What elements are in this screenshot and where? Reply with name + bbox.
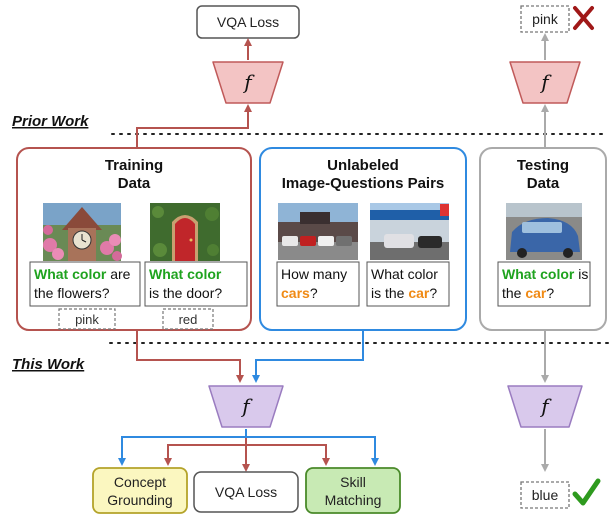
green-check-icon bbox=[572, 478, 601, 506]
unlabeled-question-1-line1: How many bbox=[281, 266, 347, 282]
bottom-model-f-left: f bbox=[208, 385, 284, 428]
bottom-vqa-loss-box: VQA Loss bbox=[193, 471, 299, 513]
concept-grounding-line2: Grounding bbox=[107, 492, 172, 508]
skill-matching-line1: Skill bbox=[340, 474, 366, 490]
testing-data-panel: Testing Data What color is the car? bbox=[479, 147, 607, 331]
this-work-label: This Work bbox=[12, 356, 85, 373]
prior-work-label: Prior Work bbox=[12, 113, 89, 130]
training-question-2-line2: is the door? bbox=[149, 285, 222, 301]
training-question-2-line1: What color bbox=[149, 266, 222, 282]
red-x-icon bbox=[573, 6, 594, 30]
arrow-unlabeled-to-bottom-f bbox=[252, 331, 364, 383]
top-vqa-loss-box: VQA Loss bbox=[196, 5, 300, 39]
training-question-1-box bbox=[29, 261, 141, 307]
top-pink-answer-box: pink bbox=[520, 5, 570, 33]
testing-question-line1: What color is bbox=[502, 266, 588, 282]
arrow-f-to-skill-matching-red bbox=[245, 429, 330, 466]
top-model-f-right: f bbox=[509, 61, 581, 104]
flowers-clock-image bbox=[43, 203, 122, 261]
training-question-1-line1: What color are bbox=[34, 266, 131, 282]
testing-question-box bbox=[497, 261, 591, 307]
concept-grounding-line1: Concept bbox=[114, 474, 166, 490]
unlabeled-question-2-line2: is the car? bbox=[371, 285, 437, 301]
red-door-image bbox=[150, 203, 220, 261]
arrow-f-to-concept-grounding-red bbox=[164, 429, 247, 466]
unlabeled-title-line1: Unlabeled bbox=[327, 157, 399, 174]
testing-title-line1: Testing bbox=[517, 157, 569, 174]
concept-grounding-box: Concept Grounding bbox=[92, 467, 188, 514]
skill-matching-line2: Matching bbox=[325, 492, 382, 508]
training-question-1-line2: the flowers? bbox=[34, 285, 110, 301]
testing-title-line2: Data bbox=[527, 175, 560, 192]
top-vqa-loss-label: VQA Loss bbox=[217, 14, 279, 30]
arrow-training-to-bottom-f bbox=[136, 331, 244, 383]
training-data-panel: Training Data What color are bbox=[16, 147, 252, 331]
unlabeled-question-2-box bbox=[366, 261, 450, 307]
top-pink-answer-label: pink bbox=[532, 11, 559, 27]
testing-question-line2: the car? bbox=[502, 285, 554, 301]
bottom-blue-answer-box: blue bbox=[520, 481, 570, 509]
training-title-line2: Data bbox=[118, 175, 151, 192]
parking-lot-image bbox=[278, 203, 358, 260]
arrow-training-to-top-f bbox=[136, 104, 252, 148]
gas-station-image bbox=[370, 203, 449, 260]
bottom-blue-answer-label: blue bbox=[532, 487, 559, 503]
training-answer-1-box bbox=[58, 308, 116, 330]
bottom-vqa-loss-label: VQA Loss bbox=[215, 484, 277, 500]
skill-matching-box: Skill Matching bbox=[305, 467, 401, 514]
training-title-line1: Training bbox=[105, 157, 163, 174]
unlabeled-question-1-line2: cars? bbox=[281, 285, 318, 301]
arrow-f-to-concept-grounding-blue bbox=[118, 429, 247, 466]
unlabeled-question-2-line1: What color bbox=[371, 266, 438, 282]
training-answer-2: red bbox=[179, 312, 198, 327]
training-answer-2-box bbox=[162, 308, 214, 330]
blue-car-image bbox=[506, 203, 582, 260]
unlabeled-data-panel: Unlabeled Image-Questions Pairs How many bbox=[259, 147, 467, 331]
unlabeled-question-1-box bbox=[276, 261, 360, 307]
arrow-f-to-skill-matching-blue bbox=[245, 429, 379, 466]
training-answer-1: pink bbox=[75, 312, 99, 327]
training-question-2-box bbox=[144, 261, 248, 307]
bottom-model-f-right: f bbox=[507, 385, 583, 428]
top-model-f-left: f bbox=[212, 61, 284, 104]
unlabeled-title-line2: Image-Questions Pairs bbox=[282, 175, 445, 192]
